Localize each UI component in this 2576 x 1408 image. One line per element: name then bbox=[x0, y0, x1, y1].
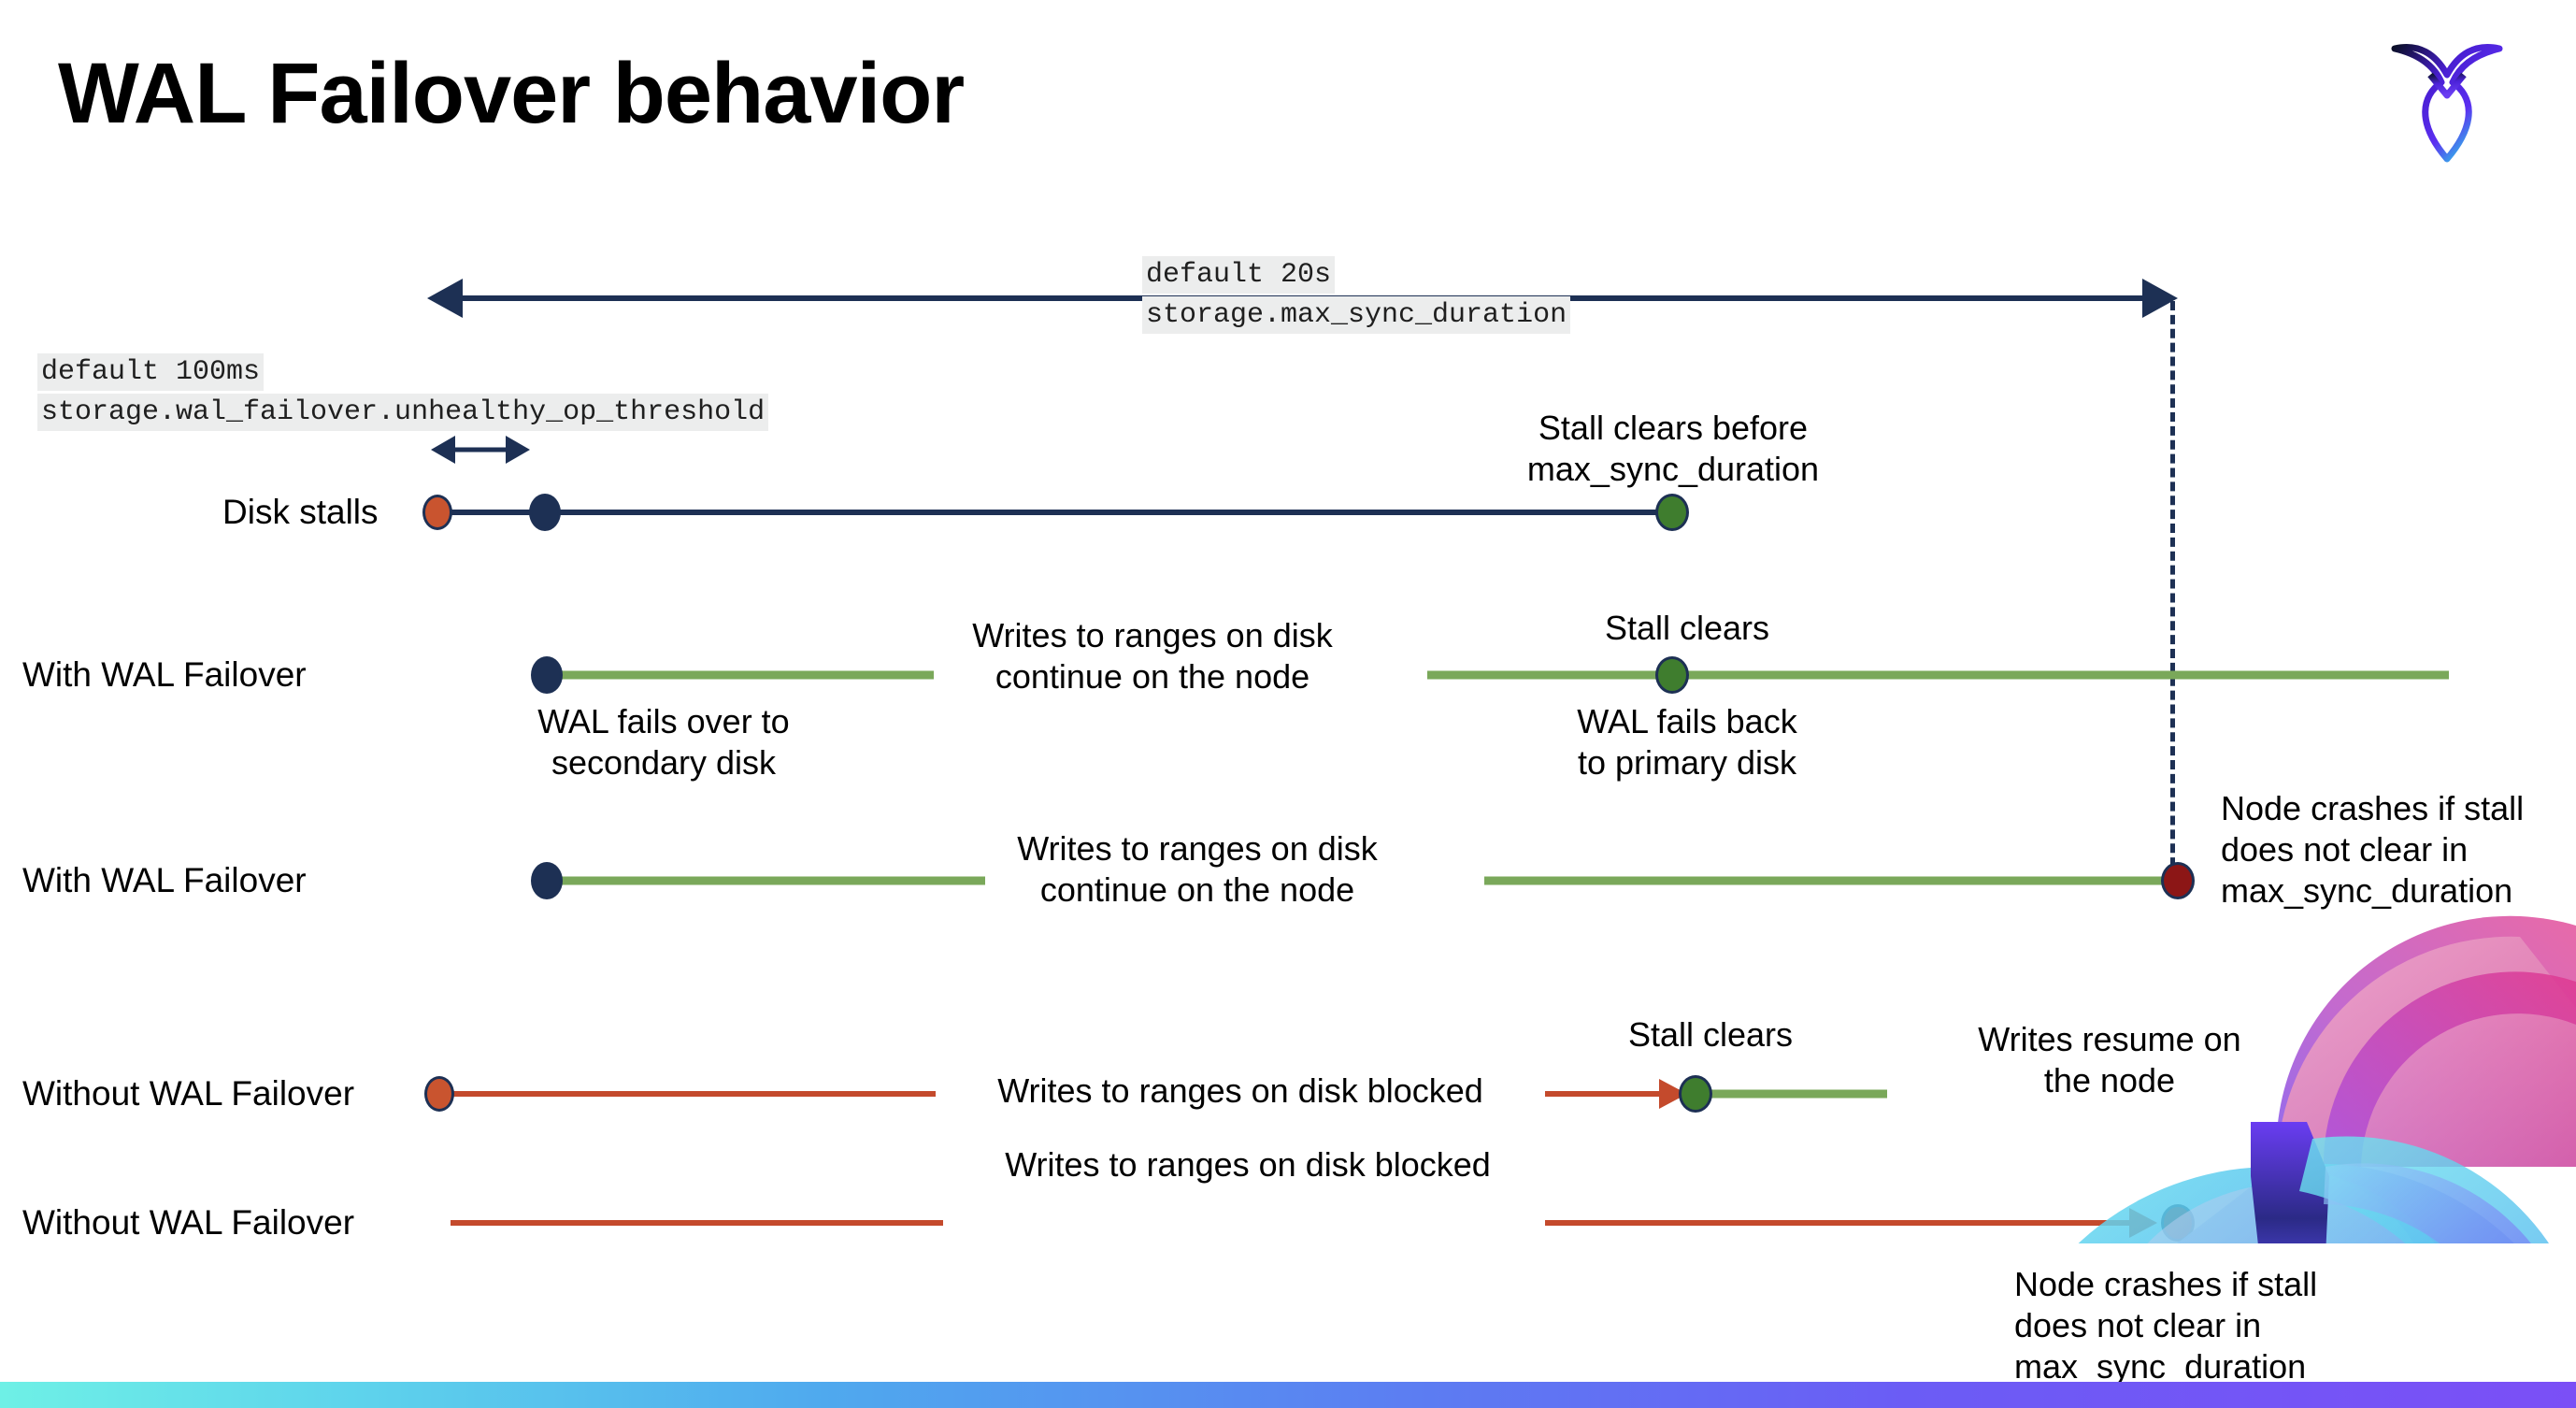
row-label-without-wal-failover-1: Without WAL Failover bbox=[22, 1074, 355, 1113]
annotation-writes-blocked-1: Writes to ranges on disk blocked bbox=[997, 1071, 1483, 1110]
annotation-writes-continue-1: Writes to ranges on disk continue on the… bbox=[972, 616, 1333, 696]
row-label-with-wal-failover-1: With WAL Failover bbox=[22, 655, 307, 694]
without-wal-failover-2-arrowhead bbox=[2129, 1208, 2157, 1238]
without-wal-failover-2-crash-dot bbox=[2161, 1204, 2195, 1242]
unhealthy-op-threshold-default-label: default 100ms bbox=[37, 353, 265, 392]
cockroachdb-logo-icon bbox=[2382, 28, 2512, 168]
annotation-stall-clears-2: Stall clears bbox=[1627, 1015, 1794, 1054]
page-title: WAL Failover behavior bbox=[58, 46, 965, 141]
annotation-node-crashes-1: Node crashes if stall does not clear in … bbox=[2221, 789, 2525, 910]
with-wal-failover-2-segment-b bbox=[1484, 876, 2181, 885]
max-sync-duration-arrowhead-left bbox=[427, 279, 463, 318]
without-wal-failover-1-blocked-segment-b bbox=[1545, 1091, 1665, 1097]
with-wal-failover-1-clear-dot bbox=[1655, 656, 1689, 694]
with-wal-failover-2-start-dot bbox=[531, 862, 563, 899]
unhealthy-op-threshold-arrow-line bbox=[455, 447, 506, 453]
unhealthy-op-threshold-arrowhead-right bbox=[506, 436, 530, 464]
without-wal-failover-1-clear-dot bbox=[1679, 1075, 1712, 1113]
disk-stalls-clear-dot bbox=[1655, 494, 1689, 531]
with-wal-failover-2-segment-a bbox=[548, 876, 985, 885]
row-label-with-wal-failover-2: With WAL Failover bbox=[22, 861, 307, 899]
disk-stalls-start-dot bbox=[422, 495, 452, 530]
row-label-disk-stalls: Disk stalls bbox=[222, 493, 379, 531]
annotation-writes-blocked-2: Writes to ranges on disk blocked bbox=[1005, 1145, 1491, 1184]
annotation-wal-fails-over: WAL fails over to secondary disk bbox=[537, 702, 790, 782]
disk-stalls-failover-dot bbox=[529, 494, 561, 531]
without-wal-failover-1-resume-segment-b bbox=[2292, 1089, 2449, 1099]
annotation-writes-continue-2: Writes to ranges on disk continue on the… bbox=[1017, 829, 1378, 909]
without-wal-failover-1-blocked-segment-a bbox=[443, 1091, 936, 1097]
bottom-gradient-bar bbox=[0, 1382, 2576, 1408]
annotation-wal-fails-back: WAL fails back to primary disk bbox=[1577, 702, 1797, 782]
without-wal-failover-2-blocked-segment-a bbox=[451, 1220, 943, 1226]
max-sync-duration-setting-label: storage.max_sync_duration bbox=[1142, 296, 1571, 335]
unhealthy-op-threshold-arrowhead-left bbox=[431, 436, 455, 464]
without-wal-failover-1-resume-segment-a bbox=[1695, 1089, 1887, 1099]
annotation-node-crashes-2: Node crashes if stall does not clear in … bbox=[2014, 1265, 2318, 1386]
with-wal-failover-1-segment-b bbox=[1427, 670, 2449, 680]
without-wal-failover-2-blocked-segment-b bbox=[1545, 1220, 2135, 1226]
row-label-without-wal-failover-2: Without WAL Failover bbox=[22, 1203, 355, 1242]
with-wal-failover-2-crash-dot bbox=[2161, 862, 2195, 899]
disk-stalls-line bbox=[437, 510, 1673, 515]
annotation-stall-clears-before-max: Stall clears before max_sync_duration bbox=[1526, 409, 1820, 488]
annotation-stall-clears-1: Stall clears bbox=[1604, 609, 1770, 647]
with-wal-failover-1-segment-a bbox=[548, 670, 934, 680]
max-sync-duration-dashed-line bbox=[2170, 301, 2175, 881]
annotation-writes-resume: Writes resume on the node bbox=[1978, 1020, 2241, 1099]
max-sync-duration-default-label: default 20s bbox=[1142, 256, 1336, 295]
unhealthy-op-threshold-setting-label: storage.wal_failover.unhealthy_op_thresh… bbox=[37, 394, 769, 432]
with-wal-failover-1-start-dot bbox=[531, 656, 563, 694]
node-crashes-callout-box bbox=[1968, 1243, 2576, 1382]
without-wal-failover-1-start-dot bbox=[424, 1076, 454, 1112]
